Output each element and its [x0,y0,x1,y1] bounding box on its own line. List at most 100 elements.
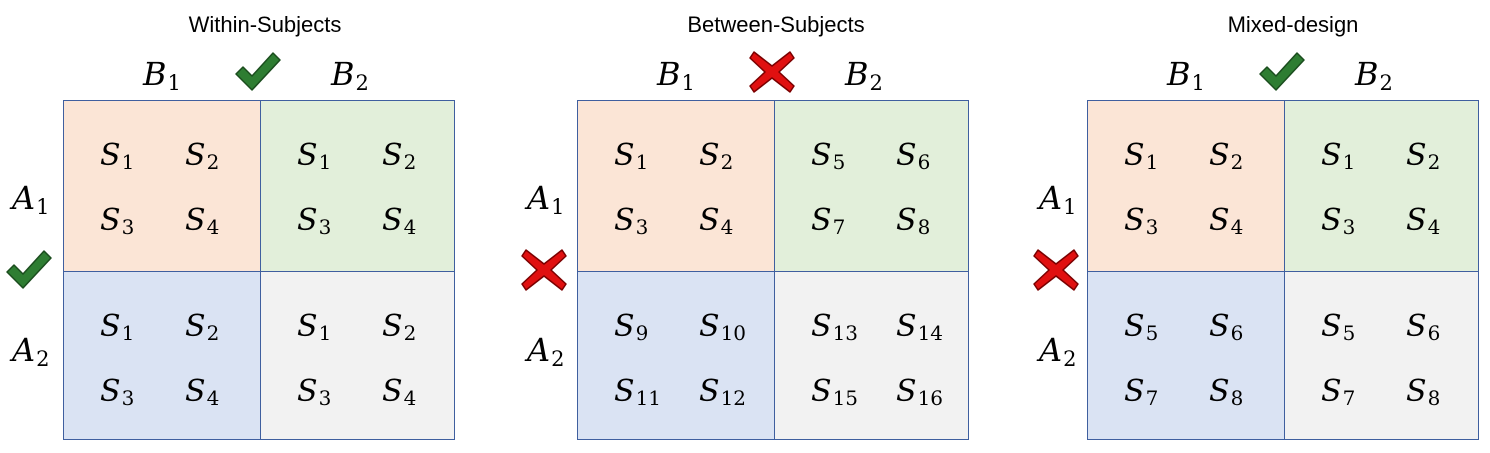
subject-letter: S [699,309,720,344]
subject-number: 5 [1342,321,1356,346]
subject-letter: S [811,203,832,238]
subject-letter: S [896,138,917,173]
subject-label: S7 [1321,374,1355,409]
subject-label: S4 [185,203,219,238]
subject-letter: S [699,203,720,238]
factor-a2-label-letter: A [527,331,551,369]
subject-label: S7 [811,203,845,238]
subject-number: 3 [121,386,135,411]
factor-b1-label: B1 [1167,58,1205,94]
subject-letter: S [1406,309,1427,344]
subject-label: S2 [185,309,220,346]
subject-label: S3 [297,206,331,238]
subject-number: 1 [318,321,332,346]
factor-b1-label-letter: B [657,55,681,93]
subject-letter: S [1209,138,1230,173]
subject-letter: S [1209,203,1230,238]
subject-label: S1 [297,141,332,175]
subject-letter: S [1124,138,1145,173]
factor-b1-label-subscript: 1 [167,70,181,95]
subject-letter: S [1321,374,1342,409]
factor-b2-label-letter: B [331,55,355,93]
subject-label: S2 [1209,138,1244,175]
factor-a1-label: A1 [12,182,49,218]
factor-b2-label-letter: B [1355,55,1379,93]
subject-label: S8 [896,203,930,238]
subject-number: 3 [635,215,649,240]
subject-label: S3 [100,377,135,411]
factor-b2-label: B2 [845,58,883,94]
subject-number: 4 [206,386,220,411]
factor-b2-label-subscript: 2 [869,70,883,95]
subject-number: 6 [917,150,931,175]
subject-label: S4 [382,377,417,411]
subject-number: 15 [832,386,859,411]
factor-a2-label: A2 [1039,334,1076,370]
factor-a2-label-letter: A [1039,331,1063,369]
subject-letter: S [100,309,121,344]
subject-number: 14 [917,321,944,346]
subject-number: 2 [206,321,220,346]
subject-label: S8 [1406,374,1440,409]
subject-number: 4 [720,215,734,240]
subject-number: 2 [403,150,417,175]
subject-label: S11 [614,377,661,409]
subject-number: 2 [1230,150,1244,175]
subject-label: S6 [896,138,931,175]
subject-label: S4 [699,203,734,240]
subject-letter: S [185,138,206,173]
subject-letter: S [811,309,832,344]
subject-label: S3 [297,377,331,409]
subject-letter: S [1321,138,1342,173]
factor-b1-label-subscript: 1 [1191,70,1205,95]
subject-label: S4 [382,206,416,238]
subject-letter: S [185,309,206,344]
factor-a1-label-subscript: 1 [36,194,50,219]
factor-a1-label-letter: A [12,179,36,217]
subject-label: S4 [185,377,220,411]
subject-letter: S [185,203,206,238]
panel-title: Within-Subjects [188,12,342,37]
subject-label: S3 [100,203,134,238]
subject-letter: S [1209,309,1230,344]
factor-b2-label: B2 [331,58,369,94]
cross-icon [749,51,795,93]
factor-b1-label: B1 [657,58,695,94]
subject-letter: S [614,309,635,344]
subject-number: 4 [403,386,417,411]
subject-letter: S [811,138,832,173]
subject-letter: S [614,203,635,238]
subject-letter: S [896,203,917,238]
subject-label: S5 [1321,309,1356,346]
subject-label: S10 [699,309,746,344]
subject-label: S6 [1209,309,1243,344]
factor-b2-label: B2 [1355,58,1393,94]
subject-label: S7 [1124,374,1158,409]
subject-letter: S [100,203,121,238]
subject-number: 1 [121,321,135,346]
subject-label: S9 [614,309,648,344]
subject-letter: S [100,138,121,173]
subject-letter: S [896,374,917,409]
subject-number: 5 [1145,321,1159,346]
subject-number: 1 [318,150,332,175]
factor-b2-label-letter: B [845,55,869,93]
subject-letter: S [1321,309,1342,344]
subject-label: S3 [614,203,649,240]
subject-number: 3 [1342,215,1356,240]
subject-letter: S [1124,309,1145,344]
subject-letter: S [1124,374,1145,409]
subject-label: S1 [614,141,648,173]
check-icon [6,250,52,289]
subject-label: S3 [1321,206,1356,240]
subject-letter: S [1406,374,1427,409]
subject-letter: S [896,309,917,344]
subject-number: 16 [917,386,944,411]
subject-label: S5 [1124,309,1159,346]
